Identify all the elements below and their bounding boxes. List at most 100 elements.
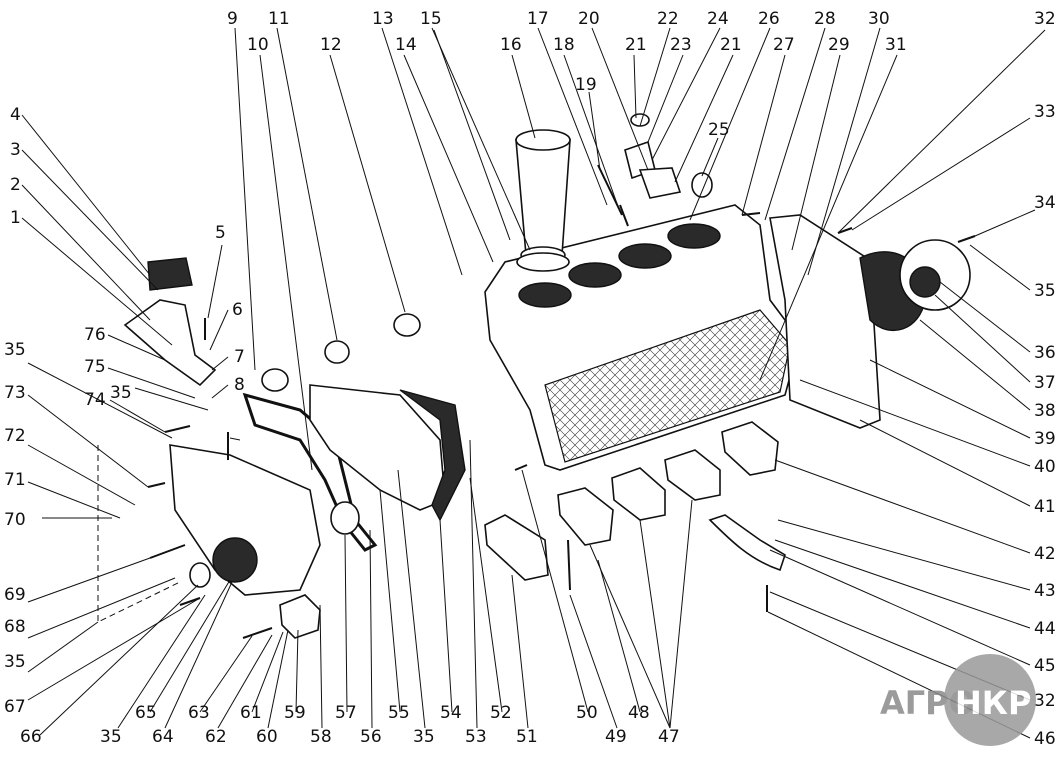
assembly-guide: [97, 445, 181, 623]
leader-lines: [21, 27, 1046, 739]
part-label-30: 30: [868, 9, 890, 29]
watermark-badge: [944, 654, 1036, 746]
part-label-62: 62: [205, 727, 227, 747]
part-label-47: 47: [658, 727, 680, 747]
part-label-64: 64: [152, 727, 174, 747]
seal-57: [330, 501, 360, 535]
part-label-10: 10: [247, 35, 269, 55]
bushing-12: [393, 313, 421, 337]
part-label-32b: 32: [1034, 691, 1056, 711]
part-label-59: 59: [284, 703, 306, 723]
part-label-44: 44: [1034, 619, 1056, 639]
part-label-75: 75: [84, 357, 106, 377]
part-label-35c: 35: [110, 383, 132, 403]
part-label-18: 18: [553, 35, 575, 55]
part-label-28: 28: [814, 9, 836, 29]
part-label-29: 29: [828, 35, 850, 55]
rear-plate: [769, 214, 881, 429]
part-label-76: 76: [84, 325, 106, 345]
part-label-39: 39: [1034, 429, 1056, 449]
part-label-6: 6: [232, 300, 243, 320]
part-label-69: 69: [4, 585, 26, 605]
part-label-21b: 21: [720, 35, 742, 55]
part-label-48: 48: [628, 703, 650, 723]
main-bearing-caps: [484, 421, 786, 581]
part-label-9: 9: [227, 9, 238, 29]
part-label-67: 67: [4, 697, 26, 717]
part-label-35b: 35: [4, 340, 26, 360]
part-label-70: 70: [4, 510, 26, 530]
part-label-12: 12: [320, 35, 342, 55]
oil-filter-housing: [147, 257, 193, 291]
part-label-19: 19: [575, 75, 597, 95]
part-label-54: 54: [440, 703, 462, 723]
part-label-68: 68: [4, 617, 26, 637]
front-pump: [279, 594, 321, 639]
part-label-42: 42: [1034, 544, 1056, 564]
part-label-38: 38: [1034, 401, 1056, 421]
part-label-7: 7: [234, 347, 245, 367]
watermark-left-text: АГРО: [880, 684, 976, 722]
bushing-9: [261, 368, 289, 392]
part-label-55: 55: [388, 703, 410, 723]
part-label-27: 27: [773, 35, 795, 55]
part-label-61: 61: [240, 703, 262, 723]
part-label-32a: 32: [1034, 9, 1056, 29]
part-label-23: 23: [670, 35, 692, 55]
front-plate: [309, 384, 446, 511]
part-label-66: 66: [20, 727, 42, 747]
part-label-73: 73: [4, 383, 26, 403]
part-label-46: 46: [1034, 729, 1056, 749]
part-label-60: 60: [256, 727, 278, 747]
part-label-35d: 35: [4, 652, 26, 672]
timing-cover-hub: [212, 537, 258, 583]
part-label-50: 50: [576, 703, 598, 723]
part-label-43: 43: [1034, 581, 1056, 601]
part-label-34: 34: [1034, 193, 1056, 213]
part-label-74: 74: [84, 390, 106, 410]
part-label-20: 20: [578, 9, 600, 29]
part-label-58: 58: [310, 727, 332, 747]
part-label-13: 13: [372, 9, 394, 29]
part-label-17: 17: [527, 9, 549, 29]
cylinder-bores: [518, 223, 721, 308]
part-label-56: 56: [360, 727, 382, 747]
part-label-31: 31: [885, 35, 907, 55]
part-label-21a: 21: [625, 35, 647, 55]
part-label-15: 15: [420, 9, 442, 29]
part-label-36: 36: [1034, 343, 1056, 363]
front-plate-gasket: [399, 389, 466, 522]
part-label-8: 8: [234, 375, 245, 395]
part-label-57: 57: [335, 703, 357, 723]
part-label-49: 49: [605, 727, 627, 747]
part-label-37: 37: [1034, 373, 1056, 393]
part-label-5: 5: [215, 223, 226, 243]
part-label-51: 51: [516, 727, 538, 747]
part-label-2: 2: [10, 175, 21, 195]
part-label-14: 14: [395, 35, 417, 55]
timing-cover: [169, 444, 321, 596]
cylinder-liner: [515, 129, 571, 272]
seal-66: [189, 562, 211, 588]
part-label-22: 22: [657, 9, 679, 29]
watermark-right-text: НКР: [955, 684, 1031, 722]
part-label-24: 24: [707, 9, 729, 29]
bushing-11: [324, 340, 350, 364]
part-label-4: 4: [10, 105, 21, 125]
part-label-26: 26: [758, 9, 780, 29]
rear-seal: [909, 266, 941, 298]
part-label-45: 45: [1034, 656, 1056, 676]
part-label-25: 25: [708, 120, 730, 140]
part-label-52: 52: [490, 703, 512, 723]
part-label-40: 40: [1034, 457, 1056, 477]
part-label-35e: 35: [100, 727, 122, 747]
part-label-65: 65: [135, 703, 157, 723]
part-label-71: 71: [4, 470, 26, 490]
part-label-35a: 35: [1034, 281, 1056, 301]
parts: [97, 113, 976, 639]
agro-nkr-watermark: АГРО НКР: [880, 654, 1036, 746]
part-label-63: 63: [188, 703, 210, 723]
part-label-16: 16: [500, 35, 522, 55]
part-label-11: 11: [268, 9, 290, 29]
